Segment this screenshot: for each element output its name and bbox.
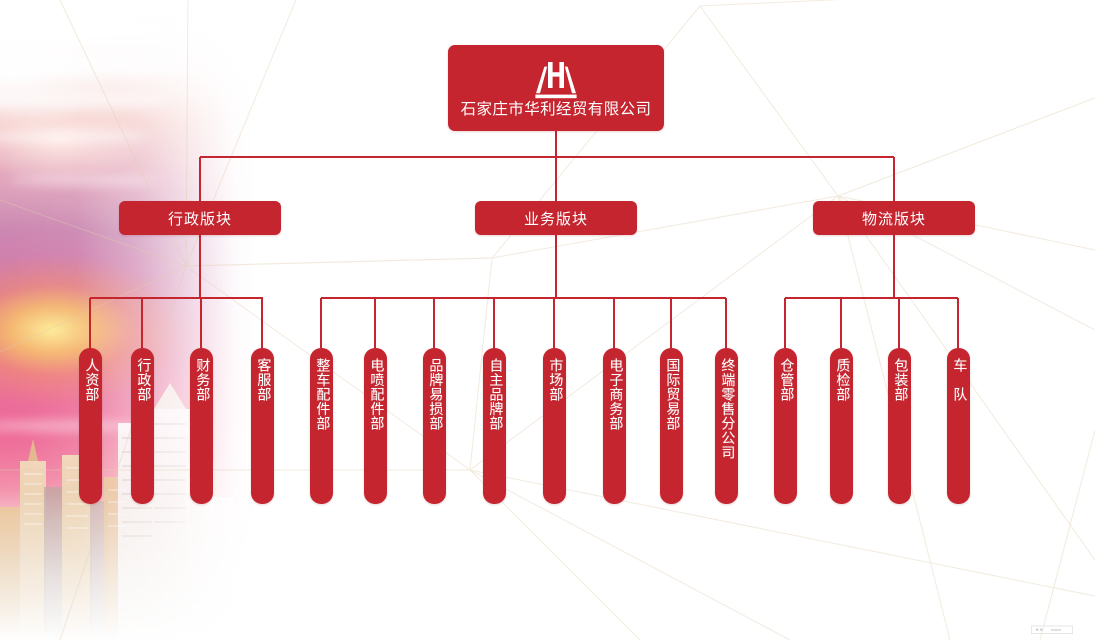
- department-label: 电喷配件部: [368, 358, 385, 431]
- department-label: 车 队: [951, 358, 968, 402]
- department-label: 市场部: [547, 358, 564, 402]
- division-label-logistics: 物流版块: [861, 209, 926, 228]
- root-company-name: 石家庄市华利经贸有限公司: [460, 100, 652, 119]
- division-label-admin: 行政版块: [167, 209, 232, 228]
- department-label: 整车配件部: [314, 358, 331, 431]
- department-label: 品牌易损部: [427, 358, 444, 431]
- department-label: 客服部: [255, 358, 272, 402]
- department-node[interactable]: 自主品牌部: [483, 348, 506, 504]
- department-label: 自主品牌部: [487, 358, 504, 431]
- department-node[interactable]: 终端零售分公司: [715, 348, 738, 504]
- huali-gate-logo-icon: [535, 62, 577, 99]
- department-label: 仓管部: [778, 358, 795, 402]
- department-label: 终端零售分公司: [719, 358, 736, 460]
- root-node-company[interactable]: 石家庄市华利经贸有限公司: [448, 45, 664, 131]
- department-node[interactable]: 包装部: [888, 348, 911, 504]
- corner-watermark-icon: [1031, 625, 1073, 634]
- department-node[interactable]: 市场部: [543, 348, 566, 504]
- division-label-business: 业务版块: [523, 209, 588, 228]
- department-node[interactable]: 客服部: [251, 348, 274, 504]
- department-label: 行政部: [135, 358, 152, 402]
- department-label: 电子商务部: [607, 358, 624, 431]
- division-node-admin[interactable]: 行政版块: [119, 201, 281, 235]
- department-node[interactable]: 人资部: [79, 348, 102, 504]
- department-label: 财务部: [194, 358, 211, 402]
- department-node[interactable]: 质检部: [830, 348, 853, 504]
- department-node[interactable]: 电喷配件部: [364, 348, 387, 504]
- division-node-logistics[interactable]: 物流版块: [813, 201, 975, 235]
- department-label: 包装部: [892, 358, 909, 402]
- department-node[interactable]: 品牌易损部: [423, 348, 446, 504]
- department-node[interactable]: 仓管部: [774, 348, 797, 504]
- department-node[interactable]: 财务部: [190, 348, 213, 504]
- department-node[interactable]: 车 队: [947, 348, 970, 504]
- department-label: 质检部: [834, 358, 851, 402]
- department-node[interactable]: 电子商务部: [603, 348, 626, 504]
- department-node[interactable]: 行政部: [131, 348, 154, 504]
- department-node[interactable]: 国际贸易部: [660, 348, 683, 504]
- division-node-business[interactable]: 业务版块: [475, 201, 637, 235]
- department-node[interactable]: 整车配件部: [310, 348, 333, 504]
- department-label: 人资部: [83, 358, 100, 402]
- department-label: 国际贸易部: [664, 358, 681, 431]
